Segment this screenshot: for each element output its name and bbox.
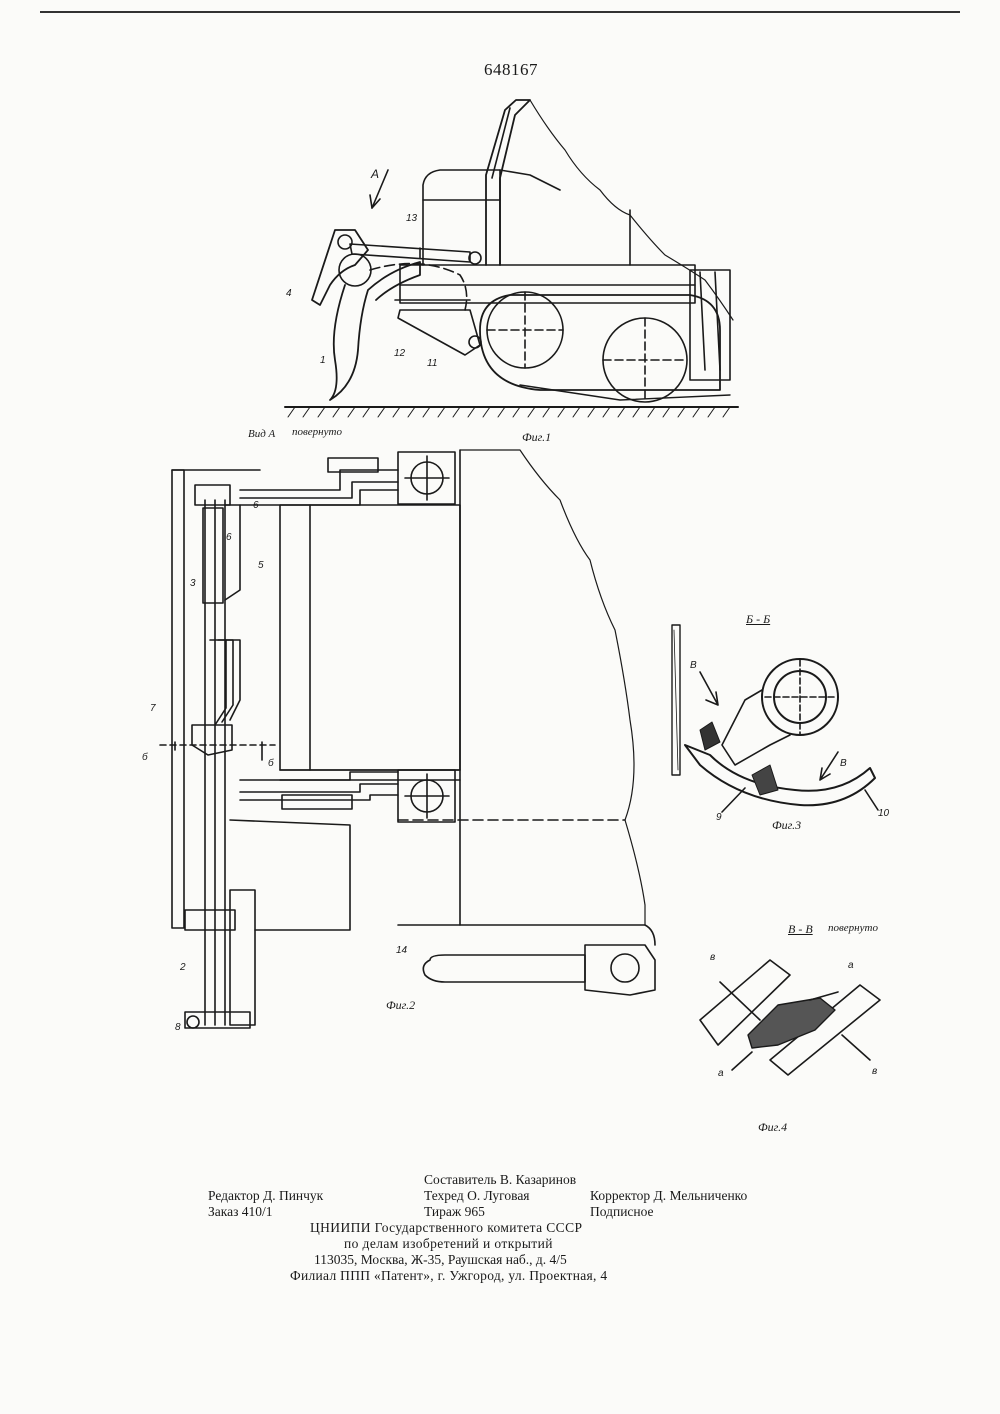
fig4-label-v-top: в [710, 952, 715, 963]
part-label-11: 11 [427, 358, 437, 369]
part-label-9: 9 [716, 812, 722, 823]
section-bb-label: Б - Б [746, 612, 770, 627]
part-label-6a: 6 [226, 532, 232, 543]
part-label-14: 14 [396, 945, 407, 956]
footer-techred: Техред О. Луговая [424, 1188, 530, 1204]
fig4-drawing [700, 960, 880, 1075]
part-label-1: 1 [320, 355, 326, 366]
fig1-drawing [285, 100, 738, 417]
footer-editor: Редактор Д. Пинчук [208, 1188, 323, 1204]
cut-label-b-right: б [268, 758, 274, 769]
view-a-rotated-label: повернуто [292, 426, 342, 438]
fig4-caption: Фиг.4 [758, 1120, 787, 1135]
section-vv-rotated-label: повернуто [828, 922, 878, 934]
part-label-13: 13 [406, 213, 417, 224]
view-a-label: Вид А [248, 428, 275, 440]
part-label-10: 10 [878, 808, 889, 819]
fig4-label-v-bottom: в [872, 1066, 877, 1077]
footer-org-address: 113035, Москва, Ж-35, Раушская наб., д. … [314, 1252, 567, 1268]
fig1-caption: Фиг.1 [522, 430, 551, 445]
arrow-a-label: A [371, 167, 379, 181]
part-label-2: 8 [175, 1022, 181, 1033]
part-label-12: 12 [394, 348, 405, 359]
footer-branch: Филиал ППП «Патент», г. Ужгород, ул. Про… [290, 1268, 607, 1284]
section-vv-label: В - В [788, 922, 813, 937]
part-label-5: 3 [190, 578, 196, 589]
part-label-4: 4 [286, 288, 292, 299]
fig4-label-a-top: а [848, 960, 854, 971]
fig2-drawing [160, 450, 655, 1028]
part-label-7: 6 [253, 500, 259, 511]
footer-subscription: Подписное [590, 1204, 654, 1220]
fig1-ground-hatch [288, 407, 730, 417]
fig4-label-a-bottom: а [718, 1068, 724, 1079]
part-label-3: 2 [180, 962, 186, 973]
part-label-8: 7 [150, 703, 156, 714]
footer-org-line2: по делам изобретений и открытий [344, 1236, 553, 1252]
cut-label-v-left: В [690, 660, 697, 671]
cut-label-b-left: б [142, 752, 148, 763]
patent-number: 648167 [484, 60, 538, 80]
footer-order: Заказ 410/1 [208, 1204, 273, 1220]
fig3-caption: Фиг.3 [772, 818, 801, 833]
fig2-caption: Фиг.2 [386, 998, 415, 1013]
part-label-6b: 5 [258, 560, 264, 571]
footer-org-line1: ЦНИИПИ Государственного комитета СССР [310, 1220, 582, 1236]
cut-label-v-right: В [840, 758, 847, 769]
fig3-drawing [672, 625, 878, 812]
footer-compiler: Составитель В. Казаринов [424, 1172, 576, 1188]
footer-corrector: Корректор Д. Мельниченко [590, 1188, 747, 1204]
footer-circulation: Тираж 965 [424, 1204, 485, 1220]
